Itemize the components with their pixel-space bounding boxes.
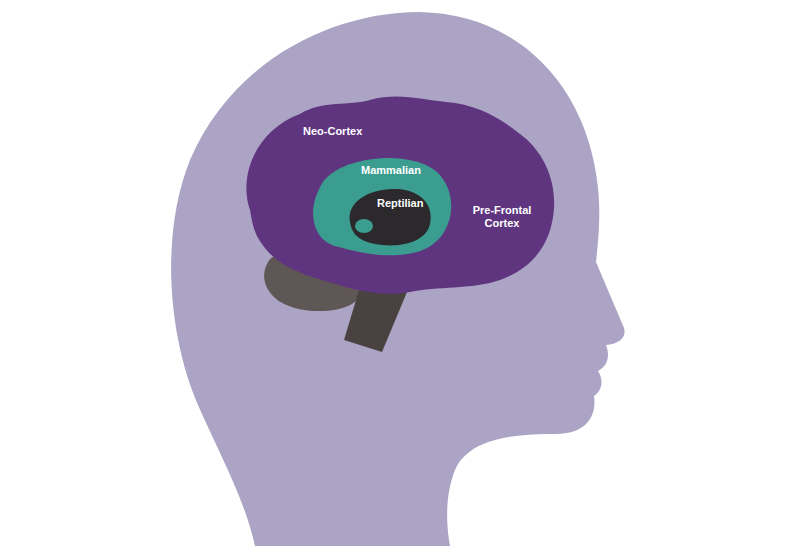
- neocortex-region: Neo-CortexPre-Frontal Cortex MammalianRep…: [238, 92, 558, 297]
- head-silhouette: [171, 12, 624, 546]
- region-label: Pre-Frontal Cortex: [464, 204, 540, 230]
- region-label: Neo-Cortex: [303, 125, 362, 138]
- mammalian-region: MammalianReptilian: [305, 150, 453, 258]
- region-label: Reptilian: [377, 197, 423, 210]
- region-shape: [342, 186, 434, 248]
- region-fill: [350, 189, 431, 245]
- region-fill: [313, 158, 451, 255]
- region-label: Mammalian: [361, 164, 421, 177]
- region-fill: [246, 97, 554, 294]
- curl-gap: [355, 219, 373, 233]
- reptilian-region: Reptilian: [342, 186, 434, 248]
